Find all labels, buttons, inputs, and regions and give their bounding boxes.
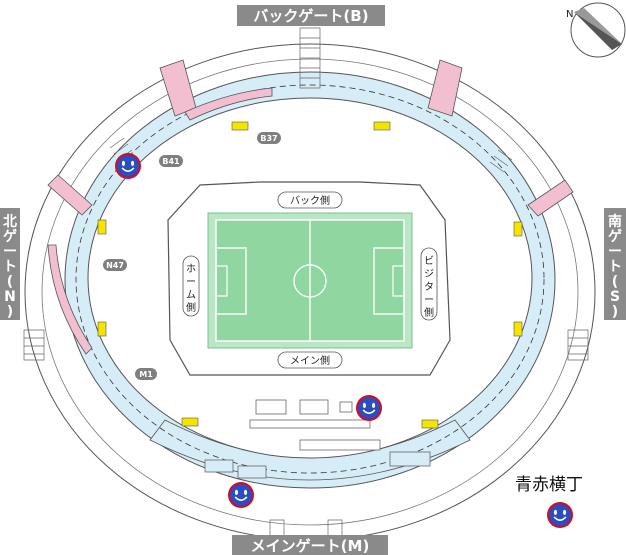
ramp-top-right <box>427 59 463 117</box>
smiley-marker-icon[interactable] <box>228 482 254 508</box>
smiley-marker-icon[interactable] <box>115 153 141 179</box>
center-circle <box>293 264 327 298</box>
goal-area-right <box>392 265 405 297</box>
toilet-marker <box>513 221 523 237</box>
toilet-marker <box>421 419 439 429</box>
visitor-char: タ <box>424 281 434 293</box>
side-label-main: メイン側 <box>277 351 343 369</box>
side-main-text: メイン側 <box>290 354 330 367</box>
gate-main-label: メインゲート(M) <box>251 537 370 555</box>
section-tag-b37[interactable]: B37 <box>257 132 281 144</box>
ramp-left-upper <box>47 174 93 216</box>
outer-ring-inner-outline <box>41 58 579 526</box>
north-char: ト <box>3 259 17 275</box>
south-char: ( <box>612 274 618 290</box>
visitor-char: 側 <box>424 306 434 319</box>
legend-smiley-icon[interactable] <box>547 502 573 528</box>
north-char: ( <box>7 274 13 290</box>
section-tag-m1[interactable]: M1 <box>135 368 157 380</box>
toilet-marker <box>231 121 249 131</box>
south-char: ー <box>608 244 622 260</box>
section-tag-b37-text: B37 <box>260 134 277 143</box>
side-back-text: バック側 <box>290 194 330 207</box>
goal-area-left <box>215 265 228 297</box>
south-char: 南 <box>608 213 622 230</box>
toilet-marker <box>373 121 391 131</box>
home-char: 側 <box>186 301 196 314</box>
gate-back-label: バックゲート(B) <box>253 7 368 25</box>
ramps <box>47 59 574 355</box>
gate-main[interactable]: メインゲート(M) <box>232 535 388 555</box>
home-char: ム <box>186 289 196 301</box>
toilet-marker <box>181 417 199 427</box>
smiley-marker-icon[interactable] <box>356 395 382 421</box>
south-char: ゲ <box>608 228 622 245</box>
section-tag-b41[interactable]: B41 <box>159 155 183 167</box>
section-tag-m1-text: M1 <box>139 370 153 379</box>
toilet-marker <box>97 321 107 337</box>
toilet-marker <box>513 321 523 337</box>
gate-back[interactable]: バックゲート(B) <box>237 5 385 26</box>
compass-icon: N <box>566 2 626 58</box>
visitor-char: ー <box>424 295 434 306</box>
north-char: ) <box>7 304 13 320</box>
visitor-char: ジ <box>424 269 434 280</box>
walkway-dashed-line <box>75 84 545 474</box>
visitor-char: ビ <box>424 255 434 267</box>
compass-label: N <box>566 9 573 20</box>
toilet-markers <box>97 121 523 429</box>
north-char: N <box>4 289 16 305</box>
south-char: ト <box>608 259 622 275</box>
south-char: S <box>610 289 620 305</box>
side-label-back: バック側 <box>277 191 343 209</box>
north-char: ゲ <box>3 228 17 245</box>
ramp-right-upper <box>527 179 574 217</box>
south-char: ) <box>612 304 618 320</box>
north-char: 北 <box>3 214 17 230</box>
home-char: ー <box>186 277 196 288</box>
section-tag-n47-text: N47 <box>106 261 124 270</box>
toilet-marker <box>97 219 107 235</box>
section-tag-n47[interactable]: N47 <box>103 259 127 271</box>
north-char: ー <box>3 244 17 260</box>
section-tag-b41-text: B41 <box>162 157 180 166</box>
ramp-top-left-curve <box>184 87 273 121</box>
home-char: ホ <box>186 263 196 275</box>
ramp-left-lower <box>47 244 93 355</box>
marker-layer <box>115 153 573 528</box>
legend-label: 青赤横丁 <box>515 475 583 495</box>
legend: 青赤横丁 <box>515 475 583 495</box>
main-side-structures <box>204 399 431 479</box>
